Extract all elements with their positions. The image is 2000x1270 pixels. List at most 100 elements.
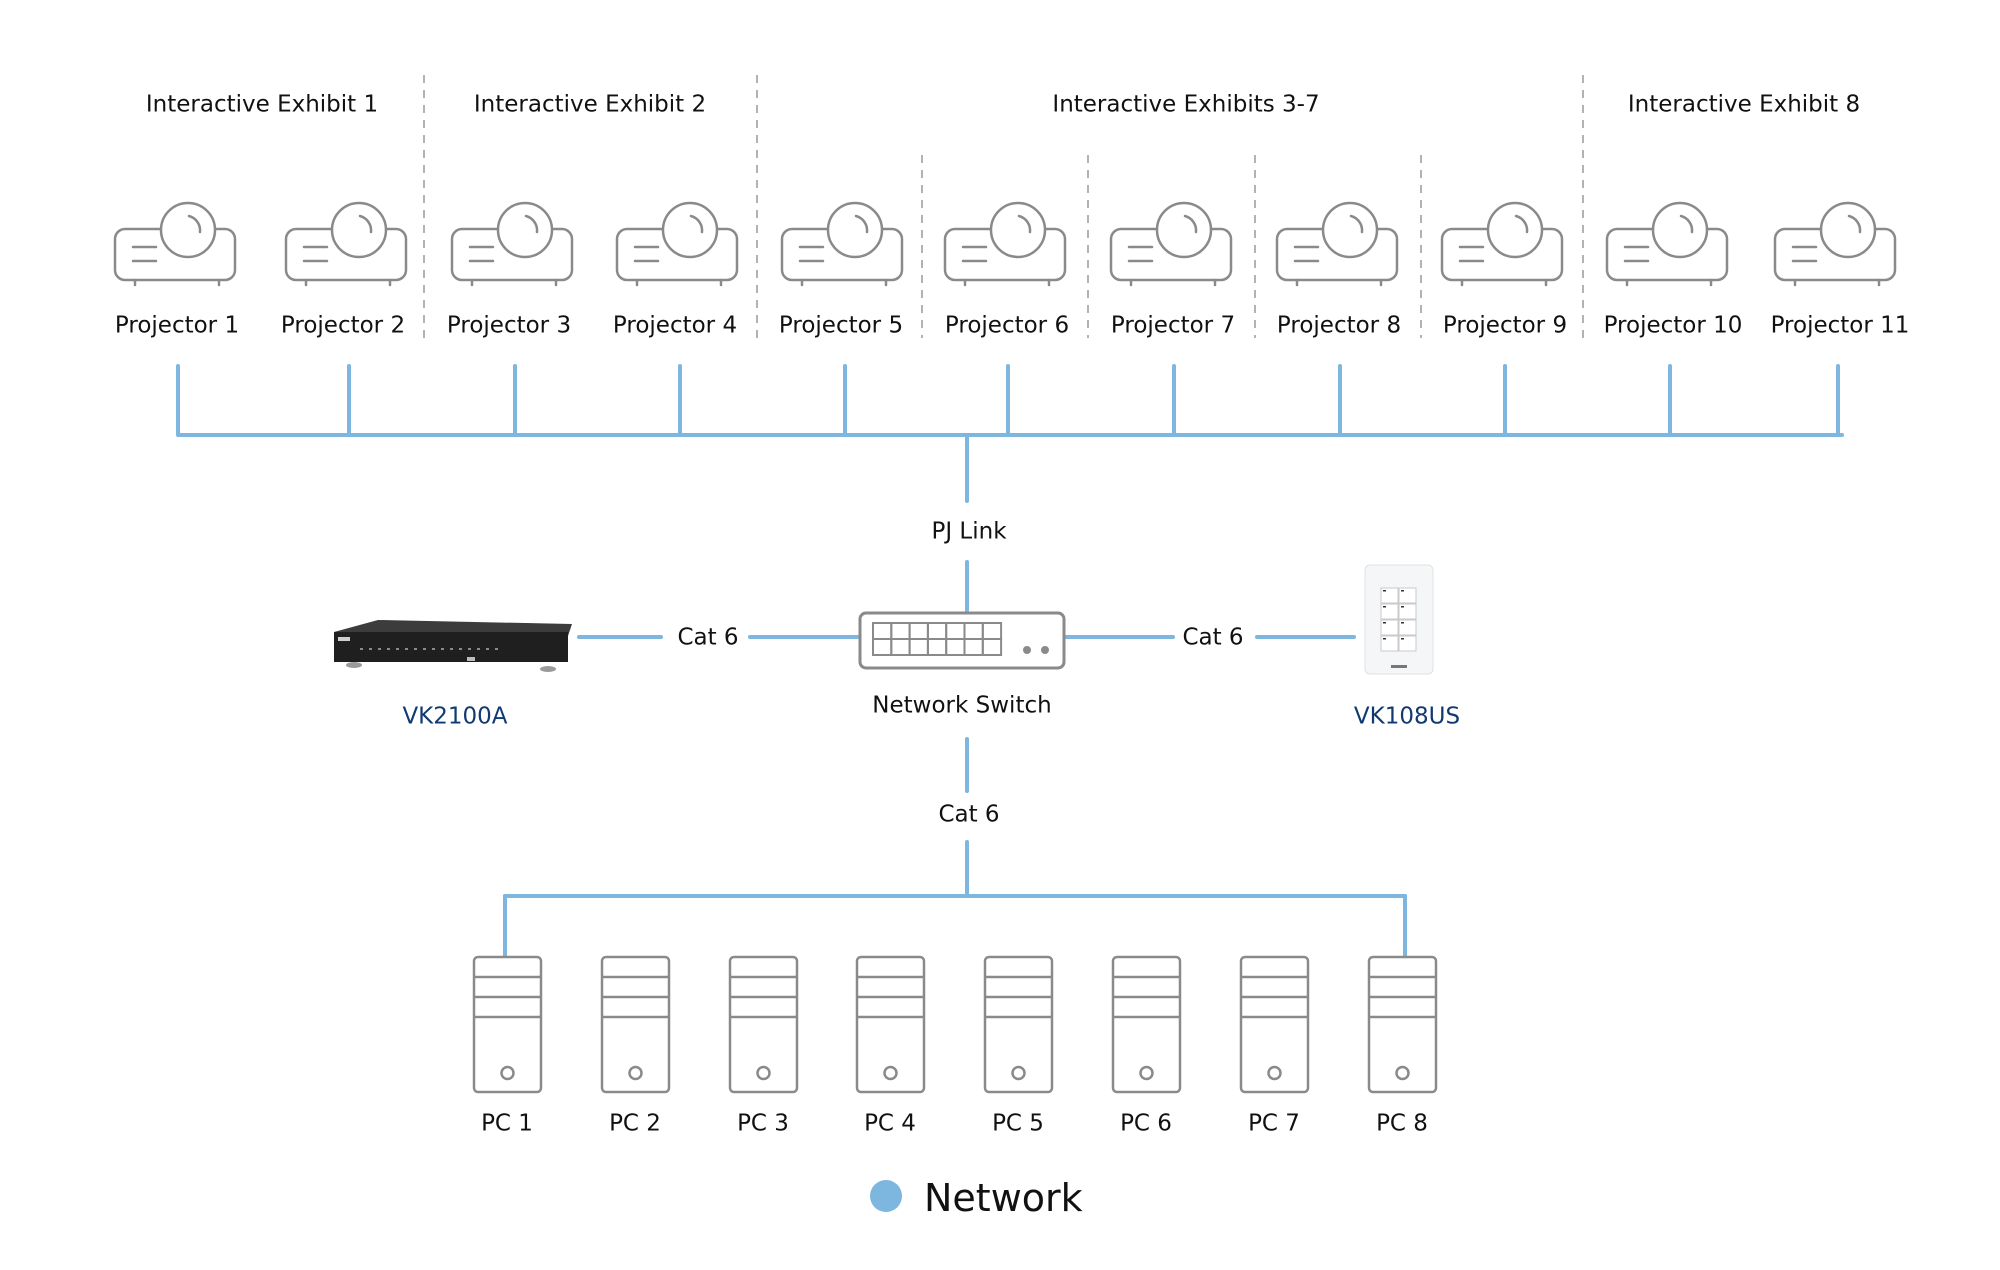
pc-tower-icon [600, 955, 671, 1094]
projector-lens [1819, 201, 1877, 259]
pc-case [728, 955, 799, 1094]
keypad-led [1383, 606, 1386, 608]
group-title-exhibit-2: Interactive Exhibit 2 [473, 91, 707, 118]
projector-icon [450, 201, 574, 287]
projector-lens-glint [1349, 214, 1364, 234]
device-led [468, 648, 471, 650]
device-led [459, 648, 462, 650]
legend-network-dot-icon [870, 1180, 902, 1212]
pc-case [472, 955, 543, 1094]
projector-lens-glint [1183, 214, 1198, 234]
pc-tower-icon [983, 955, 1054, 1094]
pc-case [855, 955, 926, 1094]
projector-label: Projector 4 [612, 312, 738, 339]
device-led [432, 648, 435, 650]
keypad-led [1383, 590, 1386, 592]
device-led [405, 648, 408, 650]
projector-lens-glint [854, 214, 869, 234]
pc-label: PC 5 [992, 1110, 1044, 1137]
pc-power-button [1139, 1065, 1154, 1081]
projector-label: Projector 7 [1110, 312, 1236, 339]
network-switch-icon [858, 611, 1066, 670]
pc-power-button [500, 1065, 515, 1081]
keypad-led [1383, 622, 1386, 624]
device-led [387, 648, 390, 650]
projector-label: Projector 1 [114, 312, 240, 339]
keypad-button [1398, 635, 1417, 652]
switch-port [981, 638, 1003, 656]
pc-power-button [756, 1065, 771, 1081]
pc-case [983, 955, 1054, 1094]
projector-lens [826, 201, 884, 259]
projector-lens [989, 201, 1047, 259]
pc-tower-icon [1239, 955, 1310, 1094]
keypad-led [1401, 606, 1404, 608]
pc-power-button [883, 1065, 898, 1081]
pc-label: PC 7 [1248, 1110, 1300, 1137]
projector-label: Projector 3 [446, 312, 572, 339]
pc-tower-icon [728, 955, 799, 1094]
pc-label: PC 2 [609, 1110, 661, 1137]
device-led [369, 648, 372, 650]
vk108us-keypad-icon [1364, 564, 1434, 675]
projector-icon [615, 201, 739, 287]
device-led [441, 648, 444, 650]
projector-lens-glint [358, 214, 373, 234]
keypad-led [1383, 638, 1386, 640]
projector-label: Projector 9 [1442, 312, 1568, 339]
projector-icon [1109, 201, 1233, 287]
projector-label: Projector 5 [778, 312, 904, 339]
group-dividers [423, 75, 1584, 338]
cat6-controller-label: Cat 6 [677, 624, 739, 651]
device-led [378, 648, 381, 650]
group-title-exhibits-3-7: Interactive Exhibits 3-7 [1052, 91, 1320, 118]
projector-lens [1155, 201, 1213, 259]
network-switch-label: Network Switch [872, 692, 1052, 719]
projector-lens-glint [1847, 214, 1862, 234]
keypad-led [1401, 638, 1404, 640]
pc-icons [472, 955, 1438, 1094]
switch-led [1023, 646, 1031, 654]
projector-icon [1773, 201, 1897, 287]
projector-icon [943, 201, 1067, 287]
projector-lens-glint [1514, 214, 1529, 234]
keypad-button [1380, 619, 1399, 636]
device-foot [346, 662, 362, 668]
pc-tower-icon [1367, 955, 1438, 1094]
network-lines [176, 364, 1844, 959]
projector-lens-glint [1679, 214, 1694, 234]
projector-label: Projector 6 [944, 312, 1070, 339]
keypad-button [1380, 587, 1399, 604]
projector-lens [330, 201, 388, 259]
switch-led [1041, 646, 1049, 654]
keypad-button [1398, 619, 1417, 636]
projector-label: Projector 11 [1770, 312, 1910, 339]
pc-power-button [628, 1065, 643, 1081]
pc-case [600, 955, 671, 1094]
projector-icon [1275, 201, 1399, 287]
projector-icon [284, 201, 408, 287]
device-logo [338, 637, 350, 641]
projector-lens [496, 201, 554, 259]
pc-label: PC 8 [1376, 1110, 1428, 1137]
device-front [334, 632, 568, 662]
keypad-led [1401, 622, 1404, 624]
keypad-button [1398, 587, 1417, 604]
device-led [450, 648, 453, 650]
device-led [360, 648, 363, 650]
pc-power-button [1395, 1065, 1410, 1081]
device-led [423, 648, 426, 650]
vk2100a-device-icon [334, 620, 572, 672]
vk108us-model-label: VK108US [1353, 703, 1461, 730]
pc-tower-icon [855, 955, 926, 1094]
projector-lens-glint [187, 214, 202, 234]
projector-icon [113, 201, 237, 287]
projector-icon [1440, 201, 1564, 287]
legend-network-label: Network [924, 1176, 1083, 1220]
group-title-exhibit-8: Interactive Exhibit 8 [1627, 91, 1861, 118]
projector-label: Projector 10 [1603, 312, 1743, 339]
cat6-pc-label: Cat 6 [938, 801, 1000, 828]
keypad-button [1380, 603, 1399, 620]
pj-link-label: PJ Link [931, 518, 1007, 545]
